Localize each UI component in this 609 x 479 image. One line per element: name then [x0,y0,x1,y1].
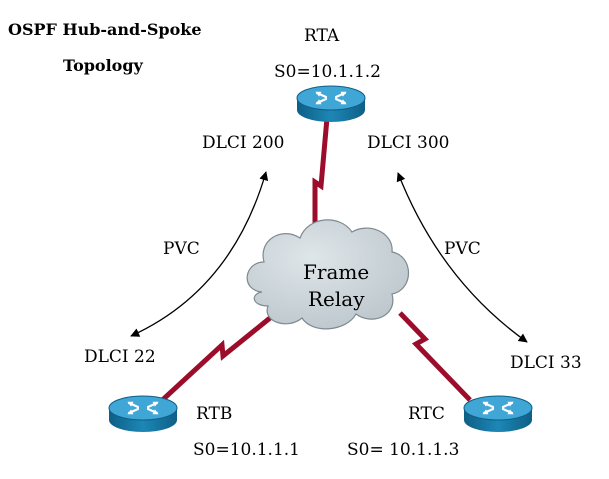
router-rtc-name: RTC [408,404,445,424]
router-rtb-address: S0=10.1.1.1 [193,440,300,460]
dlci-rtb: DLCI 22 [84,347,156,367]
pvc-label-right: PVC [444,239,481,259]
pvc-arrow-left [130,171,269,337]
router-icon[interactable] [107,394,179,434]
serial-link-rtc [398,311,472,402]
router-icon[interactable] [462,394,534,434]
cloud-label-line1: Frame [303,260,370,284]
router-rta-name: RTA [304,26,340,46]
dlci-rta-right: DLCI 300 [367,133,450,153]
cloud-icon [246,219,409,330]
dlci-rta-left: DLCI 200 [202,133,285,153]
router-rtb-name: RTB [196,404,233,424]
serial-link-rtb [155,316,272,407]
pvc-arrow-right [396,172,528,343]
dlci-rtc: DLCI 33 [510,353,582,373]
cloud-label-line2: Relay [308,287,365,311]
pvc-label-left: PVC [163,239,200,259]
serial-link-rta [312,117,330,240]
diagram-title-line2: Topology [63,56,143,75]
diagram-title-line1: OSPF Hub-and-Spoke [8,20,202,39]
router-rtc-address: S0= 10.1.1.3 [347,440,460,460]
router-icon[interactable] [295,84,367,124]
router-rta-address: S0=10.1.1.2 [274,62,381,82]
